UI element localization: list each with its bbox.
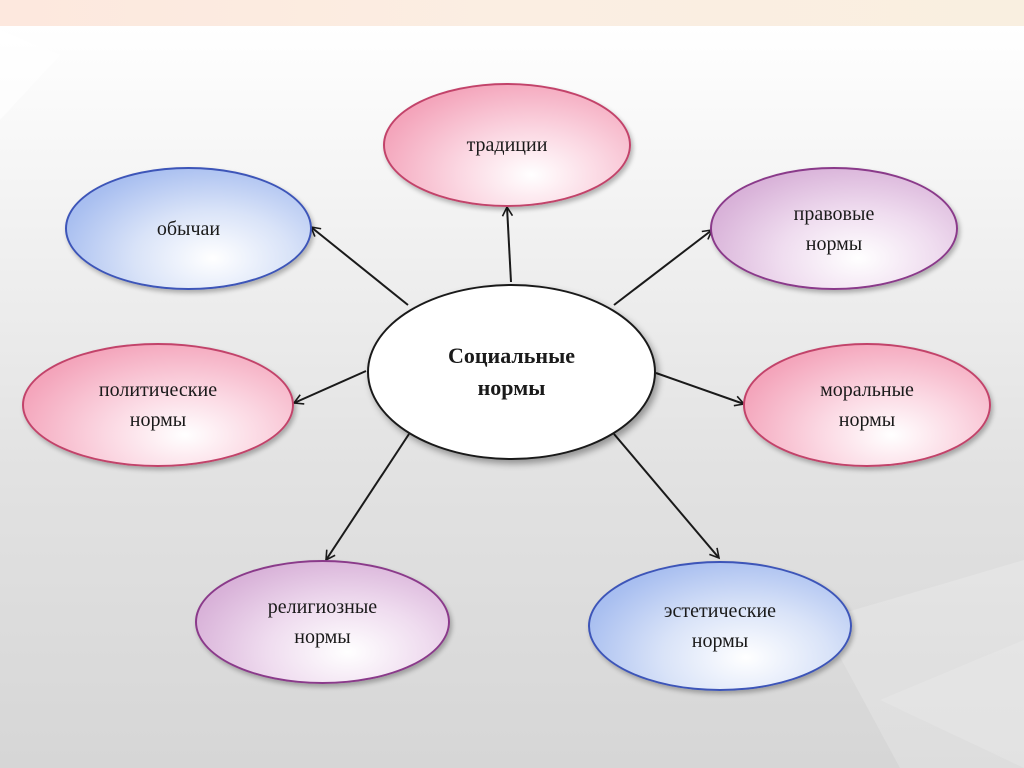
arrow-to-political: [292, 370, 367, 405]
node-label: обычаи: [156, 217, 221, 240]
node-religious-norms: религиозные нормы: [195, 560, 450, 684]
arrow-to-traditions: [501, 205, 514, 283]
node-customs: обычаи: [65, 167, 312, 290]
node-label: традиции: [466, 134, 548, 156]
arrow-to-aesthetic: [613, 433, 721, 560]
node-label: эстетические нормы: [663, 600, 777, 652]
node-legal-norms: правовые нормы: [710, 167, 958, 290]
node-label: религиозные нормы: [267, 596, 378, 648]
node-aesthetic-norms: эстетические нормы: [588, 561, 852, 691]
node-label: Социальные нормы: [447, 343, 576, 400]
arrow-to-religious: [325, 433, 410, 562]
node-label: политические нормы: [98, 379, 218, 431]
node-political-norms: политические нормы: [22, 343, 294, 467]
arrow-to-customs: [309, 225, 409, 306]
top-decor-band: [0, 0, 1024, 26]
node-label: моральные нормы: [820, 379, 914, 431]
node-moral-norms: моральные нормы: [743, 343, 991, 467]
arrow-to-legal: [613, 228, 714, 306]
node-traditions: традиции: [383, 83, 631, 207]
node-social-norms: Социальные нормы: [367, 284, 656, 460]
arrow-to-moral: [655, 372, 746, 407]
node-label: правовые нормы: [793, 202, 875, 255]
